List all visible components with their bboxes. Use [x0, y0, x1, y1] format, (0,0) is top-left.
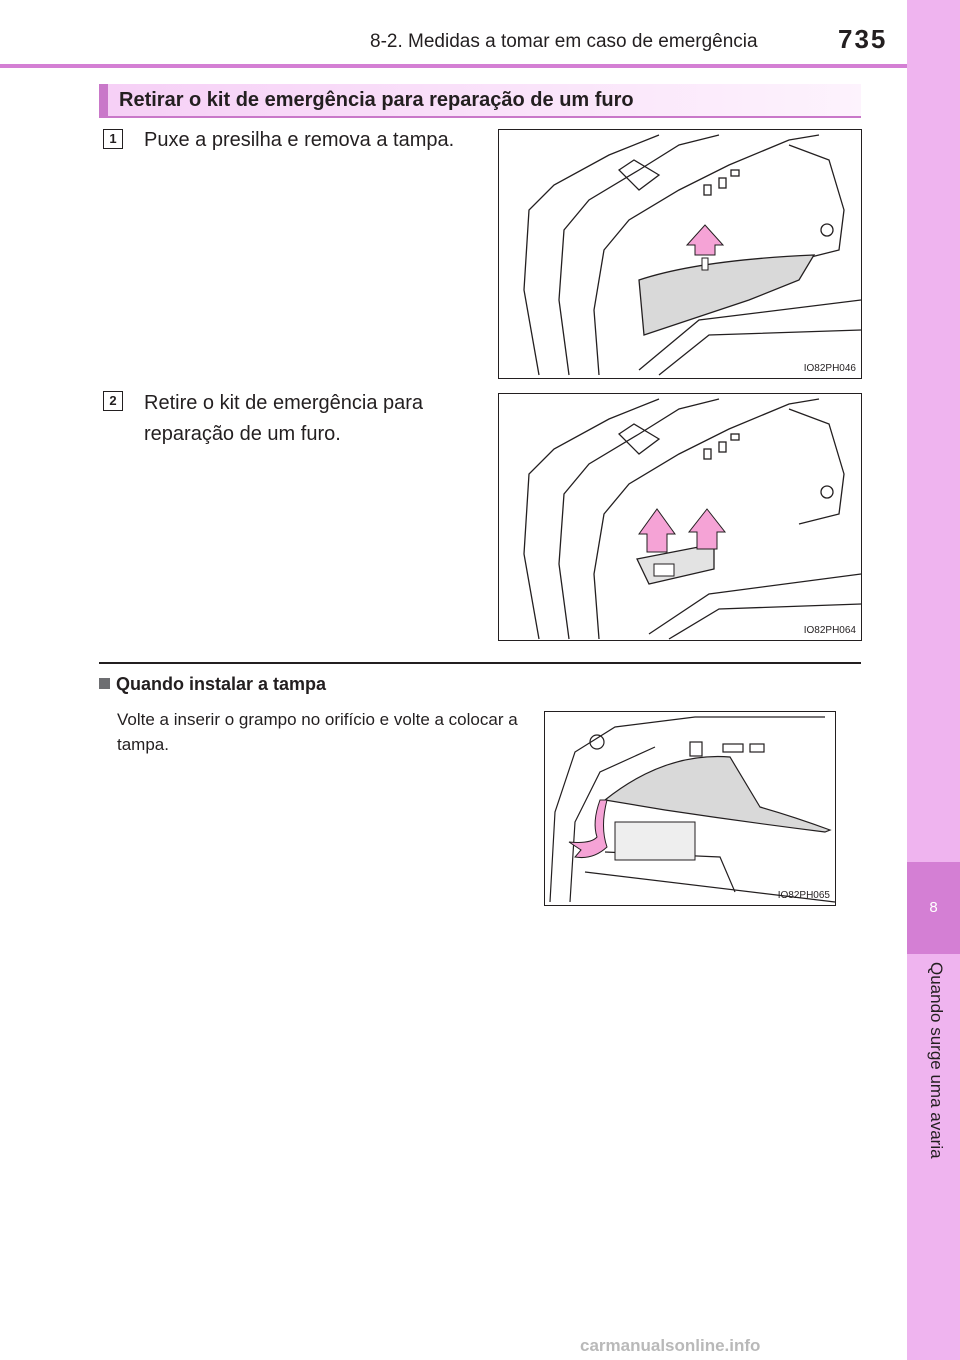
figure-code-1: IO82PH046 [803, 363, 856, 374]
figure-code-2: IO82PH064 [803, 625, 856, 636]
figure-remove-cover: IO82PH046 [498, 129, 862, 379]
trunk-illustration-3 [549, 716, 835, 903]
watermark: carmanualsonline.info [580, 1336, 761, 1355]
step-text-1: Puxe a presilha e remova a tampa. [144, 129, 455, 151]
step-text-2: Retire o kit de emergência para reparaçã… [144, 392, 424, 445]
chapter-title: Quando surge uma avaria [927, 962, 946, 1159]
step-number-1: 1 [103, 129, 123, 149]
note-heading: Quando instalar a tampa [99, 674, 326, 695]
section-heading: Retirar o kit de emergência para reparaç… [99, 84, 861, 118]
section-title: 8-2. Medidas a tomar em caso de emergênc… [370, 31, 758, 52]
header-rule [0, 64, 907, 68]
side-tab [907, 0, 960, 1360]
note-text: Volte a inserir o grampo no orifício e v… [117, 710, 518, 754]
section-divider [99, 662, 861, 664]
figure-install-cover: IO82PH065 [544, 711, 836, 906]
chapter-number: 8 [907, 862, 960, 954]
step-number-2: 2 [103, 391, 123, 411]
note-heading-text: Quando instalar a tampa [116, 674, 327, 694]
figure-code-3: IO82PH065 [777, 890, 830, 901]
trunk-illustration-1 [523, 134, 861, 376]
figure-remove-kit: IO82PH064 [498, 393, 862, 641]
section-heading-text: Retirar o kit de emergência para reparaç… [119, 89, 634, 111]
square-bullet-icon [99, 678, 110, 689]
trunk-illustration-2 [523, 398, 861, 640]
page-number: 735 [838, 24, 888, 54]
